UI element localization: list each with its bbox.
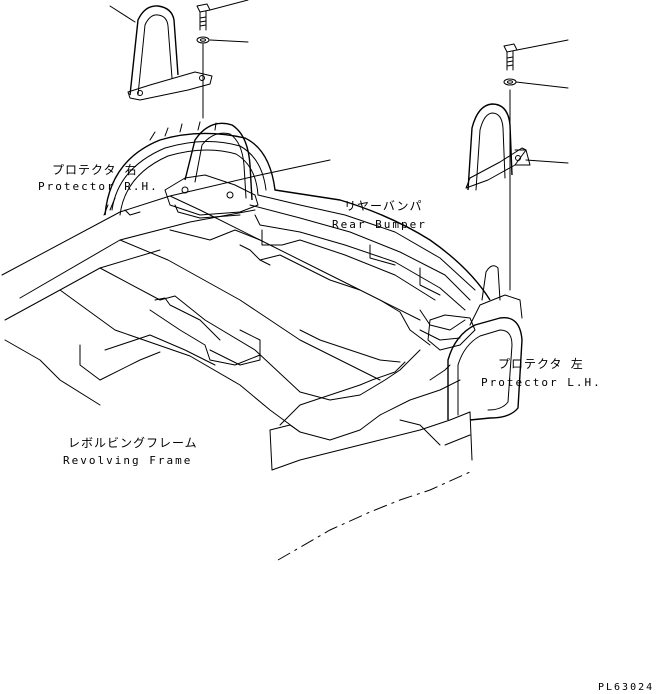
protector-lh-drawing bbox=[427, 39, 569, 421]
protector-rh-drawing bbox=[109, 0, 259, 219]
label-revolving-frame-jp: レボルビングフレーム bbox=[68, 436, 198, 450]
label-revolving-frame-en: Revolving Frame bbox=[63, 454, 192, 467]
rear-bumper-drawing bbox=[103, 121, 491, 341]
label-protector-rh-en: Protector R.H. bbox=[38, 180, 159, 193]
label-rear-bumper-jp: リヤーバンパ bbox=[344, 199, 422, 213]
label-protector-rh-jp: プロテクタ 右 bbox=[52, 162, 138, 177]
label-rear-bumper-en: Rear Bumper bbox=[332, 218, 427, 231]
label-protector-lh-jp: プロテクタ 左 bbox=[498, 356, 584, 371]
drawing-code: PL63024 bbox=[598, 682, 654, 693]
label-protector-lh-en: Protector L.H. bbox=[481, 376, 602, 389]
